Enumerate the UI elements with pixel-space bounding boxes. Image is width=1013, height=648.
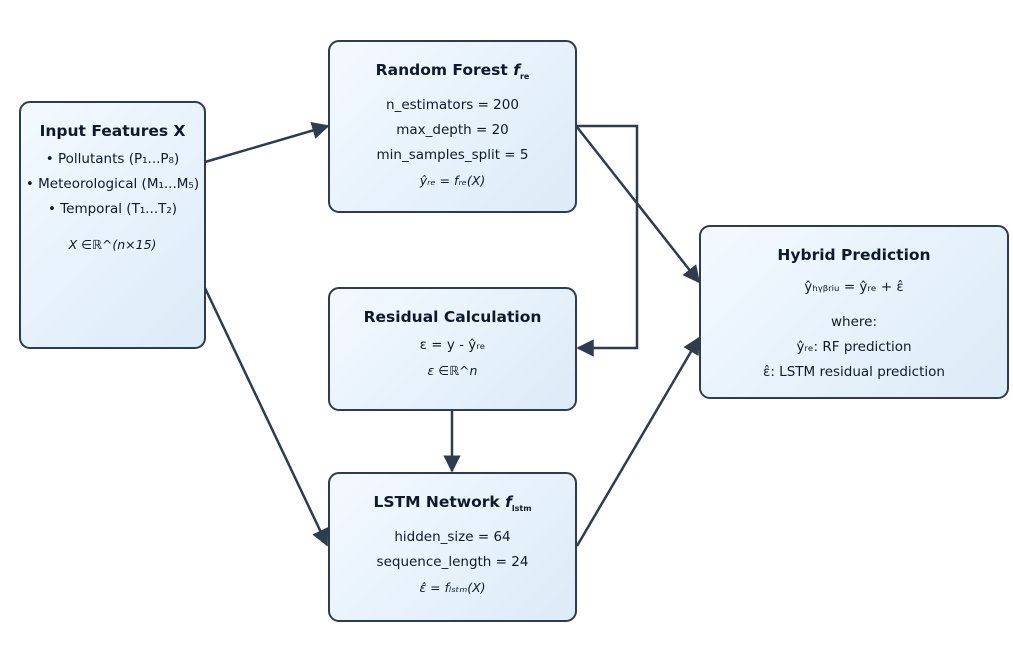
arrow-lstm-to-hybrid [575, 336, 701, 547]
random-forest-fn-symbol: f [513, 61, 520, 79]
input-features-node: Input Features X • Pollutants (P₁...P₈) … [19, 101, 206, 349]
lstm-fn-symbol: f [505, 493, 512, 511]
residual-title: Residual Calculation [363, 308, 542, 326]
lstm-fn-sub: lstm [511, 504, 532, 514]
arrow-input-to-rf [204, 122, 330, 164]
arrow-input-to-lstm [203, 287, 329, 547]
hybrid-note: ŷᵣₑ: RF prediction [796, 339, 912, 355]
input-feature-item: • Pollutants (P₁...P₈) [45, 151, 180, 167]
lstm-formula: ε̂ = fₗₛₜₘ(X) [419, 580, 486, 596]
residual-domain: ε ∈ℝ^n [427, 363, 478, 378]
hybrid-prediction-node: Hybrid Prediction ŷₕᵧᵦᵣᵢᵤ = ŷᵣₑ + ε̂ whe… [699, 225, 1009, 399]
hybrid-formula: ŷₕᵧᵦᵣᵢᵤ = ŷᵣₑ + ε̂ [804, 279, 904, 295]
lstm-title-text: LSTM Network [373, 493, 500, 511]
arrow-rf-to-residual [576, 124, 639, 357]
random-forest-node: Random Forest fre n_estimators = 200 max… [328, 40, 577, 213]
residual-calculation-node: Residual Calculation ε = y - ŷᵣₑ ε ∈ℝ^n [328, 287, 577, 411]
input-features-title: Input Features X [39, 122, 186, 140]
rf-formula: ŷᵣₑ = fᵣₑ(X) [419, 173, 486, 189]
hybrid-note: ε̂: LSTM residual prediction [763, 364, 945, 380]
random-forest-title-text: Random Forest [375, 61, 508, 79]
random-forest-fn-sub: re [519, 72, 530, 82]
input-formula: X ∈ℝ^(n×15) [68, 237, 157, 252]
input-feature-item: • Meteorological (M₁...M₅) [25, 176, 200, 192]
hybrid-where: where: [830, 314, 877, 330]
input-feature-item: • Temporal (T₁...T₂) [47, 201, 178, 217]
lstm-network-node: LSTM Network flstm hidden_size = 64 sequ… [328, 472, 577, 622]
rf-param: n_estimators = 200 [386, 97, 519, 114]
rf-param: min_samples_split = 5 [376, 147, 529, 164]
lstm-param: hidden_size = 64 [394, 529, 511, 546]
lstm-title: LSTM Network flstm [330, 492, 575, 519]
hybrid-title: Hybrid Prediction [777, 246, 931, 264]
random-forest-title: Random Forest fre [330, 60, 575, 87]
rf-param: max_depth = 20 [396, 122, 509, 139]
residual-formula: ε = y - ŷᵣₑ [419, 337, 486, 353]
lstm-param: sequence_length = 24 [376, 554, 529, 571]
